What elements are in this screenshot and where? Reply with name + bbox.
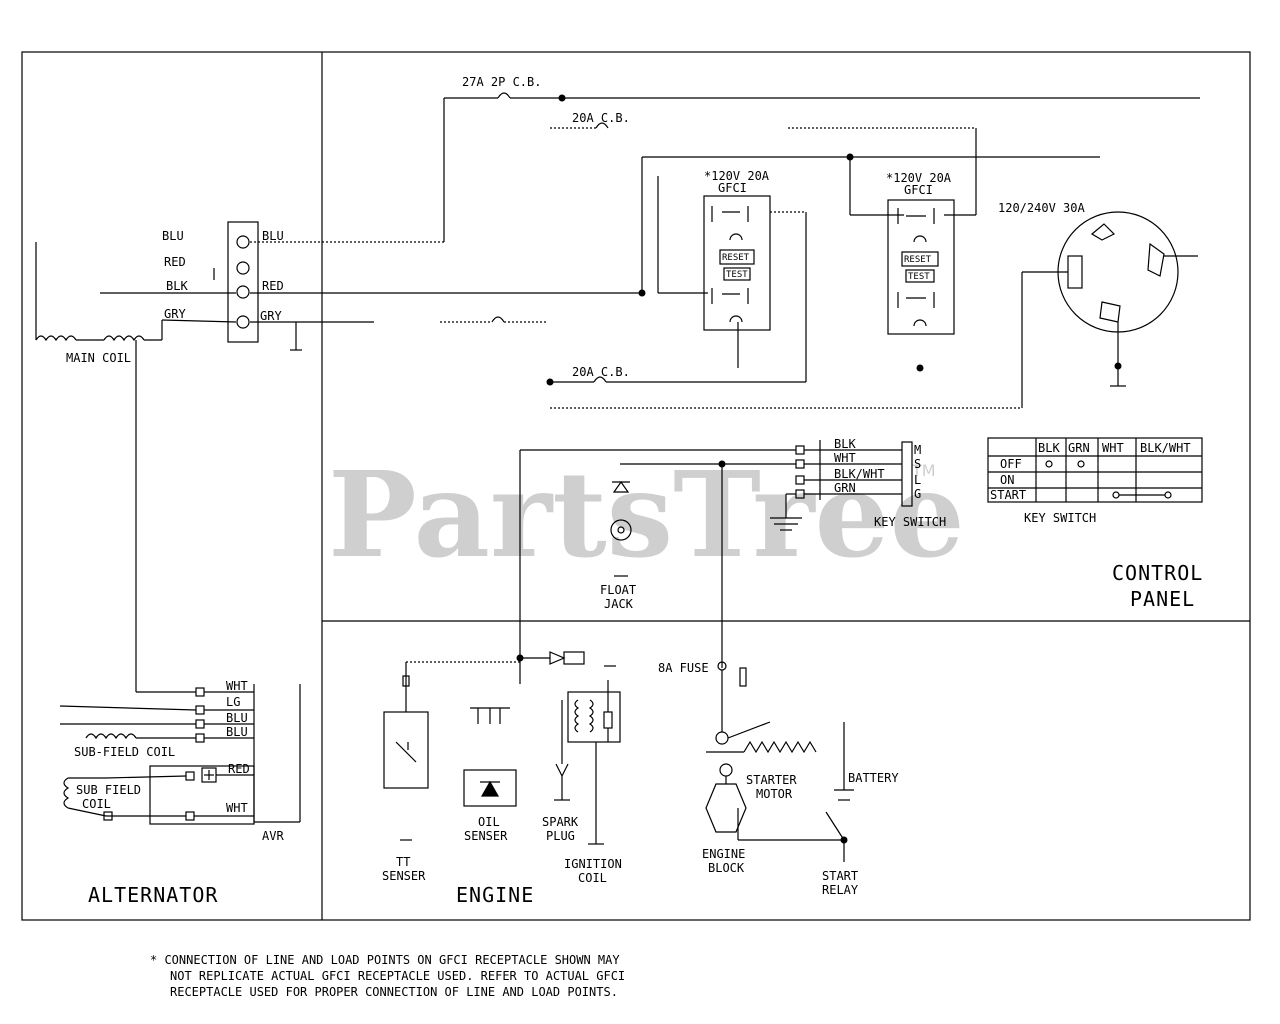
starter-circuit [705,658,854,862]
table-row-start: START [990,488,1026,502]
oil-sensor-line2: SENSER [464,829,508,843]
oil-sensor-line1: OIL [478,815,500,829]
table-row-off: OFF [1000,457,1022,471]
gfci1-test-label: TEST [726,270,748,280]
table-row-on: ON [1000,473,1014,487]
float-jack [610,480,632,577]
tt-sensor-line2: SENSER [382,869,426,883]
float-jack-line1: FLOAT [600,583,636,597]
alt-term-gry-right: GRY [260,309,282,323]
table-header-blk: BLK [1038,441,1060,455]
table-header-wht: WHT [1102,441,1124,455]
main-coil-label: MAIN COIL [66,351,131,365]
key-term-g: G [914,487,921,501]
sub-field-coil2-line2: COIL [82,797,111,811]
start-relay-line1: START [822,869,858,883]
control-panel-label-line2: PANEL [1130,587,1195,611]
key-wire-blk: BLK [834,437,856,451]
sub-field-coil-2 [63,775,187,821]
key-term-s: S [914,457,921,471]
oil-sensor [463,707,517,807]
engine-block-line1: ENGINE [702,847,745,861]
alt-term-gry-left: GRY [164,307,186,321]
sub-field-coil2-line1: SUB FIELD [76,783,141,797]
gfci1-label-line2: GFCI [718,181,747,195]
gfci1-label-line1: *120V 20A [704,169,770,183]
spark-plug-line1: SPARK [542,815,579,829]
key-wire-wht: WHT [834,451,856,465]
engine-block-line2: BLOCK [708,861,745,875]
alt-term-red-right: RED [262,279,284,293]
watermark-tm: TM [911,461,936,480]
footnote-line2: NOT REPLICATE ACTUAL GFCI RECEPTACLE USE… [170,969,625,983]
breaker-20a-top-label: 20A C.B. [572,111,630,125]
gfci2-test-label: TEST [908,272,930,282]
twistlock-receptacle [1022,211,1198,387]
avr-wire-wht: WHT [226,679,248,693]
gfci2-label-line2: GFCI [904,183,933,197]
key-switch [519,440,913,658]
starter-motor-line2: MOTOR [756,787,793,801]
control-panel-label-line1: CONTROL [1112,561,1203,585]
avr-wire-wht2: WHT [226,801,248,815]
battery-label: BATTERY [848,771,899,785]
float-jack-line2: JACK [604,597,634,611]
gfci-receptacle-1 [703,195,771,368]
twistlock-label: 120/240V 30A [998,201,1085,215]
main-coil [35,242,237,693]
ignition-coil-line1: IGNITION [564,857,622,871]
ignition-coil [554,665,621,845]
breaker-27a-label: 27A 2P C.B. [462,75,541,89]
gfci2-reset-label: RESET [904,255,932,265]
alt-term-blu-right: BLU [262,229,284,243]
start-relay-line2: RELAY [822,883,859,897]
starter-motor-line1: STARTER [746,773,797,787]
table-header-blkwht: BLK/WHT [1140,441,1191,455]
alt-term-blu-left: BLU [162,229,184,243]
gfci-receptacle-2 [887,199,955,335]
tt-sensor [383,690,429,841]
tt-sensor-line1: TT [396,855,410,869]
alt-term-red-left: RED [164,255,186,269]
alternator-terminal-block [213,221,259,343]
key-term-l: L [914,473,921,487]
alt-term-blk-left: BLK [166,279,188,293]
key-switch-label: KEY SWITCH [874,515,946,529]
fuse-label: 8A FUSE [658,661,709,675]
table-caption: KEY SWITCH [1024,511,1096,525]
sub-field-coil-label: SUB-FIELD COIL [74,745,175,759]
avr-wire-blu2: BLU [226,725,248,739]
ignition-coil-line2: COIL [578,871,607,885]
footnote-line3: RECEPTACLE USED FOR PROPER CONNECTION OF… [170,985,618,999]
gfci1-reset-label: RESET [722,253,750,263]
avr-block [59,684,301,825]
footnote-line1: * CONNECTION OF LINE AND LOAD POINTS ON … [150,953,620,967]
key-wire-blkwht: BLK/WHT [834,467,885,481]
key-switch-table [987,437,1203,503]
avr-wire-lg: LG [226,695,240,709]
spark-plug-line2: PLUG [546,829,575,843]
frame [21,51,1251,921]
avr-wire-red: RED [228,762,250,776]
key-term-m: M [914,443,921,457]
watermark-text: PartsTree [328,445,965,584]
breaker-20a-bottom-label: 20A C.B. [572,365,630,379]
avr-wire-blu1: BLU [226,711,248,725]
engine-region-label: ENGINE [456,883,534,907]
key-wire-grn: GRN [834,481,856,495]
table-header-grn: GRN [1068,441,1090,455]
gfci2-label-line1: *120V 20A [886,171,952,185]
avr-label: AVR [262,829,284,843]
alternator-region-label: ALTERNATOR [88,883,218,907]
